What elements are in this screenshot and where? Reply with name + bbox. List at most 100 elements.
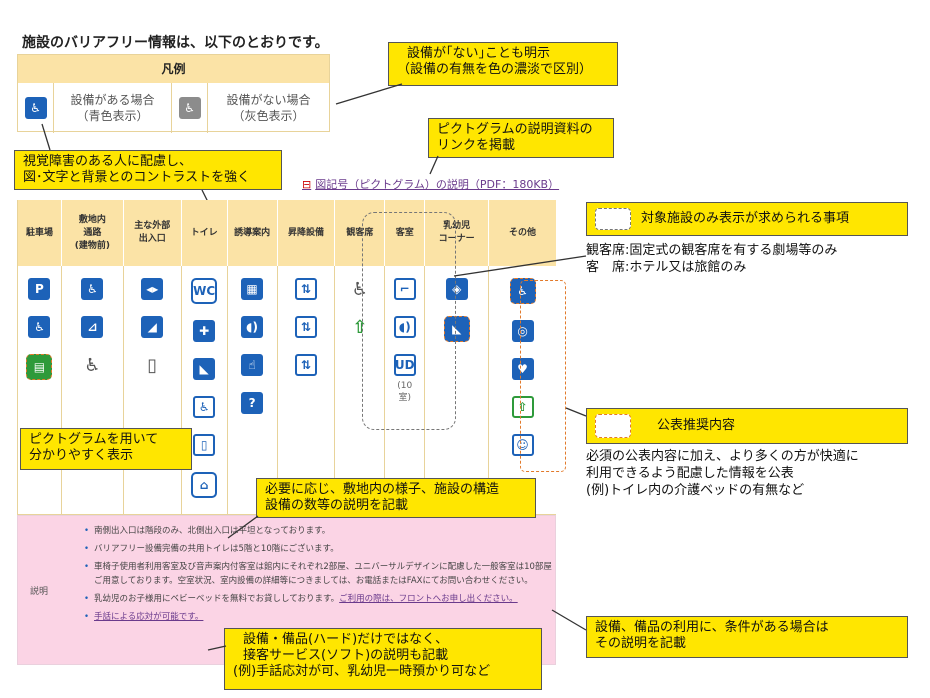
col-other: その他 [509, 227, 537, 238]
legend-available-label: 設備がある場合 [70, 93, 155, 107]
facility-table: 駐車場 敷地内通路(建物前) 主な外部出入口 トイレ 誘導案内 昇降設備 観客席… [17, 200, 556, 515]
braille-guide-icon: ☝ [241, 354, 264, 376]
col-guest-rooms: 客室 [385, 200, 426, 266]
universal-room-icon: UD [393, 354, 416, 376]
pdf-icon: ⊟ [302, 178, 312, 191]
callout-recommend: 公表推奨内容 [586, 408, 908, 444]
gray-dashed-swatch [595, 208, 631, 230]
elevator-braille-icon: ⇅ [294, 354, 317, 376]
evacuation-icon: ⇧ [511, 396, 534, 418]
legend-unavailable-note: （灰色表示） [232, 109, 305, 123]
target-facility-line2: 客 席:ホテル又は旅館のみ [586, 260, 747, 275]
ostomate-icon: ✚ [193, 320, 216, 342]
callout-contrast: 視覚障害のある人に配慮し、 図･文字と背景とのコントラストを強く [14, 150, 282, 190]
description-item: バリアフリー設備完備の共用トイレは5階と10階にございます。 [84, 542, 552, 556]
callout-condition: 設備、備品の利用に、条件がある場合は その説明を記載 [586, 616, 908, 658]
callout-absence: 設備が｢ない｣ことも明示 （設備の有無を色の濃淡で区別） [388, 42, 618, 86]
recommend-outline-other [520, 280, 566, 472]
sign-language-link[interactable]: 手話による応対が可能です。 [94, 612, 204, 622]
col-elevator: 昇降設備 [278, 200, 336, 266]
callout-service-pointer [207, 645, 227, 651]
recommend-notes: 必須の公表内容に加え、より多くの方が快適に 利用できるよう配慮した情報を公表 (… [586, 448, 916, 499]
cell-toilet: WC ✚ ◣ ♿ ▯ ⌂ [181, 266, 228, 515]
elevator-accessible-icon: ⇅ [294, 316, 317, 338]
stroller-icon: ◎ [511, 320, 534, 342]
cell-site-path: ♿ ⊿ ♿ [61, 266, 124, 515]
col-guidance: 誘導案内 [228, 200, 278, 266]
callout-condition-line2: その説明を記載 [595, 636, 687, 651]
col-entrance: 主な外部出入口 [124, 200, 182, 266]
audio-room-icon: ◖) [393, 316, 416, 338]
automatic-door-icon: ◂▸ [141, 278, 164, 300]
room-count-note: (10 室) [397, 381, 413, 403]
intro-heading: 施設のバリアフリー情報は、以下のとおりです。 [22, 35, 329, 51]
legend: 凡例 ♿ 設備がある場合 （青色表示） ♿ 設備がない場合 （灰色表示） [17, 54, 330, 133]
information-icon: ? [241, 392, 264, 414]
callout-absence-line1: 設備が｢ない｣ことも明示 [407, 46, 551, 61]
callout-structure-line1: 必要に応じ、敷地内の様子、施設の構造 [265, 482, 500, 497]
target-facility-outline [362, 212, 456, 430]
target-facility-pointer [453, 255, 587, 277]
cell-other: ♿ ◎ ♥ ⇧ ☺ [489, 266, 556, 515]
accessible-room-icon: ⌐ [393, 278, 416, 300]
cell-elevator: ⇅ ⇅ ⇅ [277, 266, 336, 515]
cell-parking: P ♿ ▤ [18, 266, 62, 515]
pictogram-pdf-link[interactable]: ⊟図記号（ピクトグラム）の説明（PDF：180KB） [302, 176, 559, 192]
callout-condition-pointer [551, 609, 587, 631]
callout-pictogram-line1: ピクトグラムを用いて [29, 432, 159, 447]
table-header-row: 駐車場 敷地内通路(建物前) 主な外部出入口 トイレ 誘導案内 昇降設備 観客席… [18, 200, 556, 266]
accessible-toilet-icon: ♿ [193, 396, 216, 418]
door-gray-icon: ▯ [141, 354, 164, 376]
orange-dashed-swatch [595, 414, 631, 438]
stairs-icon: ⊿ [81, 316, 104, 338]
callout-structure: 必要に応じ、敷地内の様子、施設の構造 設備の数等の説明を記載 [256, 478, 536, 518]
callout-pictogram: ピクトグラムを用いて 分かりやすく表示 [20, 428, 192, 470]
callout-absence-pointer [335, 83, 403, 105]
target-facility-line1: 観客席:固定式の観客席を有する劇場等のみ [586, 243, 838, 258]
callout-contrast-line2: 図･文字と背景とのコントラストを強く [23, 170, 251, 185]
callout-link-pointer [429, 155, 439, 175]
target-facility-title: 対象施設のみ表示が求められる事項 [641, 211, 850, 226]
accessible-parking-gray-icon: ♿ [178, 97, 201, 119]
care-bed-toilet-icon: WC [191, 278, 218, 304]
recommend-line2: 利用できるよう配慮した情報を公表 [586, 466, 794, 481]
legend-unavailable-label: 設備がない場合 [226, 93, 311, 107]
col-toilet: トイレ [182, 200, 228, 266]
description-item: 南側出入口は階段のみ、北側出入口は平坦となっております。 [84, 524, 552, 538]
infant-usage-link[interactable]: ご利用の際は、フロントへお申し出ください。 [339, 594, 518, 604]
recommend-line3: (例)トイレ内の介護ベッドの有無など [586, 483, 805, 498]
callout-service-line1: 設備・備品(ハード)だけではなく、 [243, 632, 449, 647]
slope-icon: ◢ [141, 316, 164, 338]
braille-block-icon: ▦ [241, 278, 264, 300]
baby-bottle-icon: ◈ [445, 278, 468, 300]
col-infant-corner: 乳幼児コーナー [425, 200, 490, 266]
callout-structure-line2: 設備の数等の説明を記載 [265, 498, 409, 513]
cell-entrance: ◂▸ ◢ ▯ [123, 266, 182, 515]
aed-icon: ♥ [511, 358, 534, 380]
toilet-person-icon: ▯ [193, 434, 216, 456]
description-item: 乳幼児のお子様用にベビーベッドを無料でお貸ししております。ご利用の際は、フロント… [84, 592, 552, 606]
accessible-parking-icon: ♿ [24, 97, 47, 119]
callout-link: ピクトグラムの説明資料の リンクを掲載 [428, 118, 614, 158]
cell-guidance: ▦ ◖) ☝ ? [227, 266, 278, 515]
callout-service: 設備・備品(ハード)だけではなく、 接客サービス(ソフト)の説明も記載 (例)手… [224, 628, 542, 690]
exit-arrow-icon: ⇧ [348, 316, 371, 338]
legend-available-note: （青色表示） [76, 109, 149, 123]
callout-link-line2: リンクを掲載 [437, 138, 516, 153]
wheelchair-seat-gray-icon: ♿ [348, 278, 371, 300]
col-audience-seats: 観客席 [335, 200, 386, 266]
callout-link-line1: ピクトグラムの説明資料の [437, 122, 593, 137]
callout-target-facility: 対象施設のみ表示が求められる事項 [586, 202, 908, 236]
wheelchair-gray-icon: ♿ [81, 354, 104, 376]
assistance-icon: ⌂ [191, 472, 218, 498]
description-label: 説明 [30, 587, 49, 597]
callout-absence-line2: （設備の有無を色の濃淡で区別） [397, 62, 593, 77]
help-mark-icon: ☺ [511, 434, 534, 456]
description-item: 車椅子使用者利用客室及び音声案内付客室は館内にそれぞれ2部屋、ユニバーサルデザイ… [84, 560, 552, 588]
wheelchair-icon: ♿ [81, 278, 104, 300]
description-item: 手話による応対が可能です。 [84, 610, 552, 624]
parking-permit-icon: ▤ [26, 354, 53, 380]
pictogram-pdf-link-text[interactable]: 図記号（ピクトグラム）の説明（PDF：180KB） [315, 178, 560, 191]
callout-structure-pointer [227, 515, 259, 539]
target-facility-notes: 観客席:固定式の観客席を有する劇場等のみ 客 席:ホテル又は旅館のみ [586, 242, 906, 276]
